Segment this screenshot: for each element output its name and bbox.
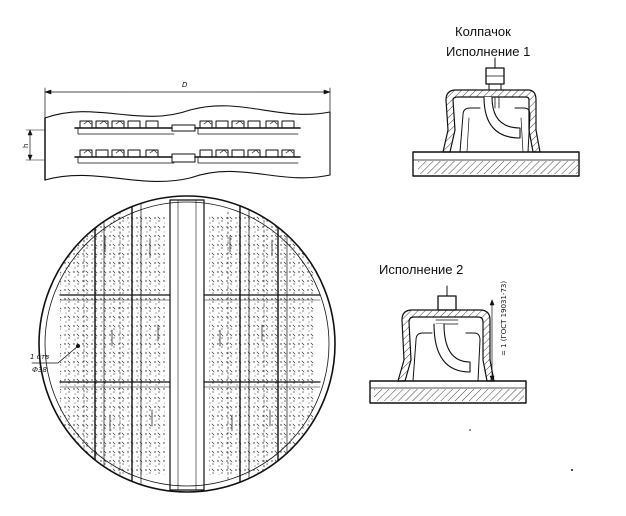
- cap-variant-2-section: [369, 285, 527, 404]
- variant-2-label: Исполнение 2: [379, 262, 464, 277]
- tray-side-view: [25, 87, 331, 183]
- variant-1-label: Исполнение 1: [446, 44, 531, 59]
- hole-note-line-1: 1 отв: [30, 353, 50, 361]
- cap-title: Колпачок: [455, 24, 511, 39]
- tray-plan-view: [31, 195, 336, 493]
- dimension-d-label: D: [182, 81, 188, 89]
- cap-variant-1-section: [412, 57, 580, 177]
- dimension-annotation: = 1 (ГОСТ 19031-73): [500, 280, 508, 356]
- dimension-h-label: h: [22, 143, 30, 148]
- hole-note-line-2: Ф38: [32, 366, 47, 374]
